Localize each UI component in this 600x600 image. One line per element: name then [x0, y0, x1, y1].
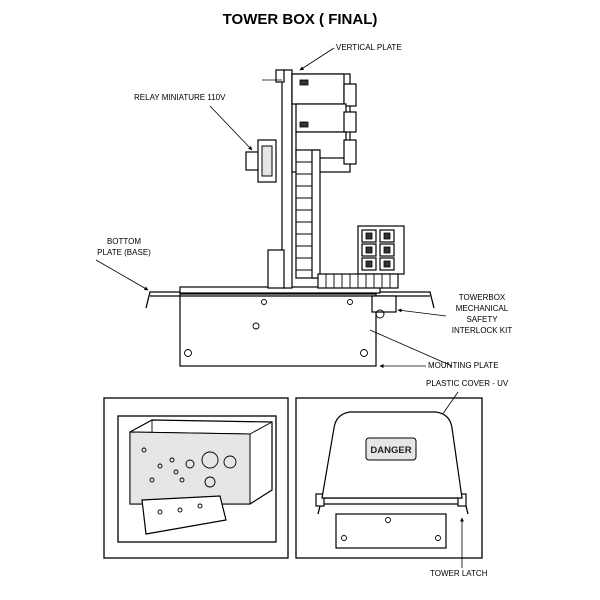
label-interlock-4: INTERLOCK KIT [452, 326, 513, 335]
vertical-plate [281, 69, 293, 289]
danger-text: DANGER [370, 445, 411, 456]
label-vertical-plate: VERTICAL PLATE [336, 43, 402, 52]
label-bottom-plate-2: PLATE (BASE) [97, 248, 151, 257]
cover-detail-panel: DANGER [295, 397, 483, 559]
mounting-hole [184, 349, 192, 357]
label-interlock-3: SAFETY [466, 315, 498, 324]
cover-mounting-plate [335, 513, 447, 549]
tower-latch [315, 493, 325, 507]
interlock-knob [375, 309, 385, 319]
mounting-hole [360, 349, 368, 357]
label-relay: RELAY MINIATURE 110V [134, 93, 226, 102]
diagram-title: TOWER BOX ( FINAL) [223, 11, 378, 28]
mounting-hole [252, 322, 260, 330]
label-mounting-plate: MOUNTING PLATE [428, 361, 499, 370]
interlock-kit [371, 295, 397, 313]
label-bottom-plate-1: BOTTOM [107, 237, 141, 246]
bolt [261, 299, 267, 305]
label-interlock-2: MECHANICAL [456, 304, 509, 313]
danger-sign [365, 437, 417, 461]
label-tower-latch: TOWER LATCH [430, 569, 488, 578]
mounting-box [179, 293, 377, 367]
bolt [347, 299, 353, 305]
label-interlock-1: TOWERBOX [459, 293, 506, 302]
enclosure-detail-panel [103, 397, 289, 559]
main-assembly [145, 69, 435, 367]
label-plastic-cover: PLASTIC COVER - UV [426, 379, 509, 388]
enclosure-lid [141, 495, 227, 535]
